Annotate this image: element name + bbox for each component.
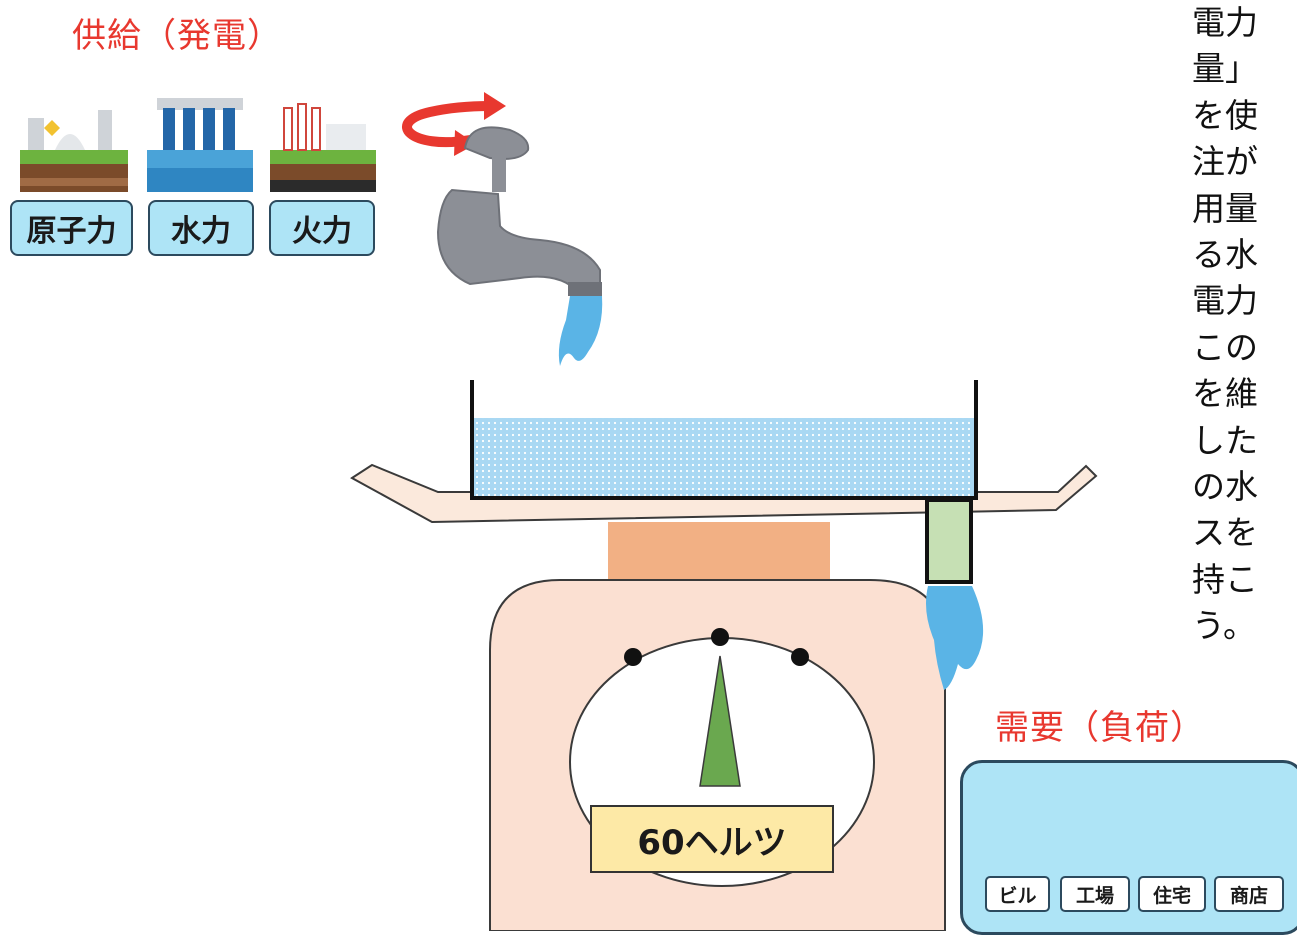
consumer-label-building: ビル: [985, 876, 1050, 912]
faucet-icon: [436, 126, 602, 296]
supply-title: 供給（発電）: [72, 16, 282, 56]
side-text-line: 持こ: [1192, 559, 1258, 599]
source-label-thermal: 火力: [269, 200, 375, 256]
source-label-nuclear: 原子力: [10, 200, 133, 256]
side-text-line: を維: [1192, 374, 1258, 414]
frequency-box: 60ヘルツ: [590, 805, 834, 873]
side-text-line: 用量: [1192, 188, 1258, 228]
tank-water: [473, 418, 975, 496]
dial-dot-right: [791, 648, 809, 666]
side-text-line: 電力: [1192, 3, 1258, 42]
nuclear-plant-icon: [20, 110, 128, 192]
dial-needle: [699, 655, 741, 787]
side-text-line: る水: [1192, 234, 1258, 274]
side-text-line: う。: [1192, 606, 1257, 646]
drain-pipe: [925, 498, 973, 584]
consumer-label-house: 住宅: [1138, 876, 1206, 912]
side-explanation-text: 電力 量」 を使 注が 用量 る水 電力 この を維 した の水 スを 持こ う…: [1192, 0, 1297, 649]
side-text-line: 量」: [1192, 49, 1258, 89]
side-text-line: を使: [1192, 95, 1258, 135]
side-text-line: 電力: [1192, 281, 1258, 321]
side-text-line: スを: [1192, 513, 1258, 553]
dial-dot-center: [711, 628, 729, 646]
consumer-label-shop: 商店: [1214, 876, 1284, 912]
source-label-hydro: 水力: [148, 200, 254, 256]
hydro-plant-icon: [147, 98, 253, 192]
drain-water-stream: [926, 586, 984, 690]
scale-block: [608, 522, 830, 580]
rotation-arrow-icon: [402, 92, 506, 156]
side-text-line: した: [1192, 420, 1258, 460]
tank-walls: [470, 380, 978, 500]
dial-dot-left: [624, 648, 642, 666]
faucet-water-stream: [558, 296, 603, 366]
demand-title: 需要（負荷）: [995, 708, 1205, 748]
consumer-label-factory: 工場: [1060, 876, 1130, 912]
side-text-line: 注が: [1192, 142, 1258, 182]
thermal-plant-icon: [270, 103, 376, 192]
side-text-line: の水: [1192, 466, 1258, 506]
side-text-line: この: [1192, 327, 1258, 367]
